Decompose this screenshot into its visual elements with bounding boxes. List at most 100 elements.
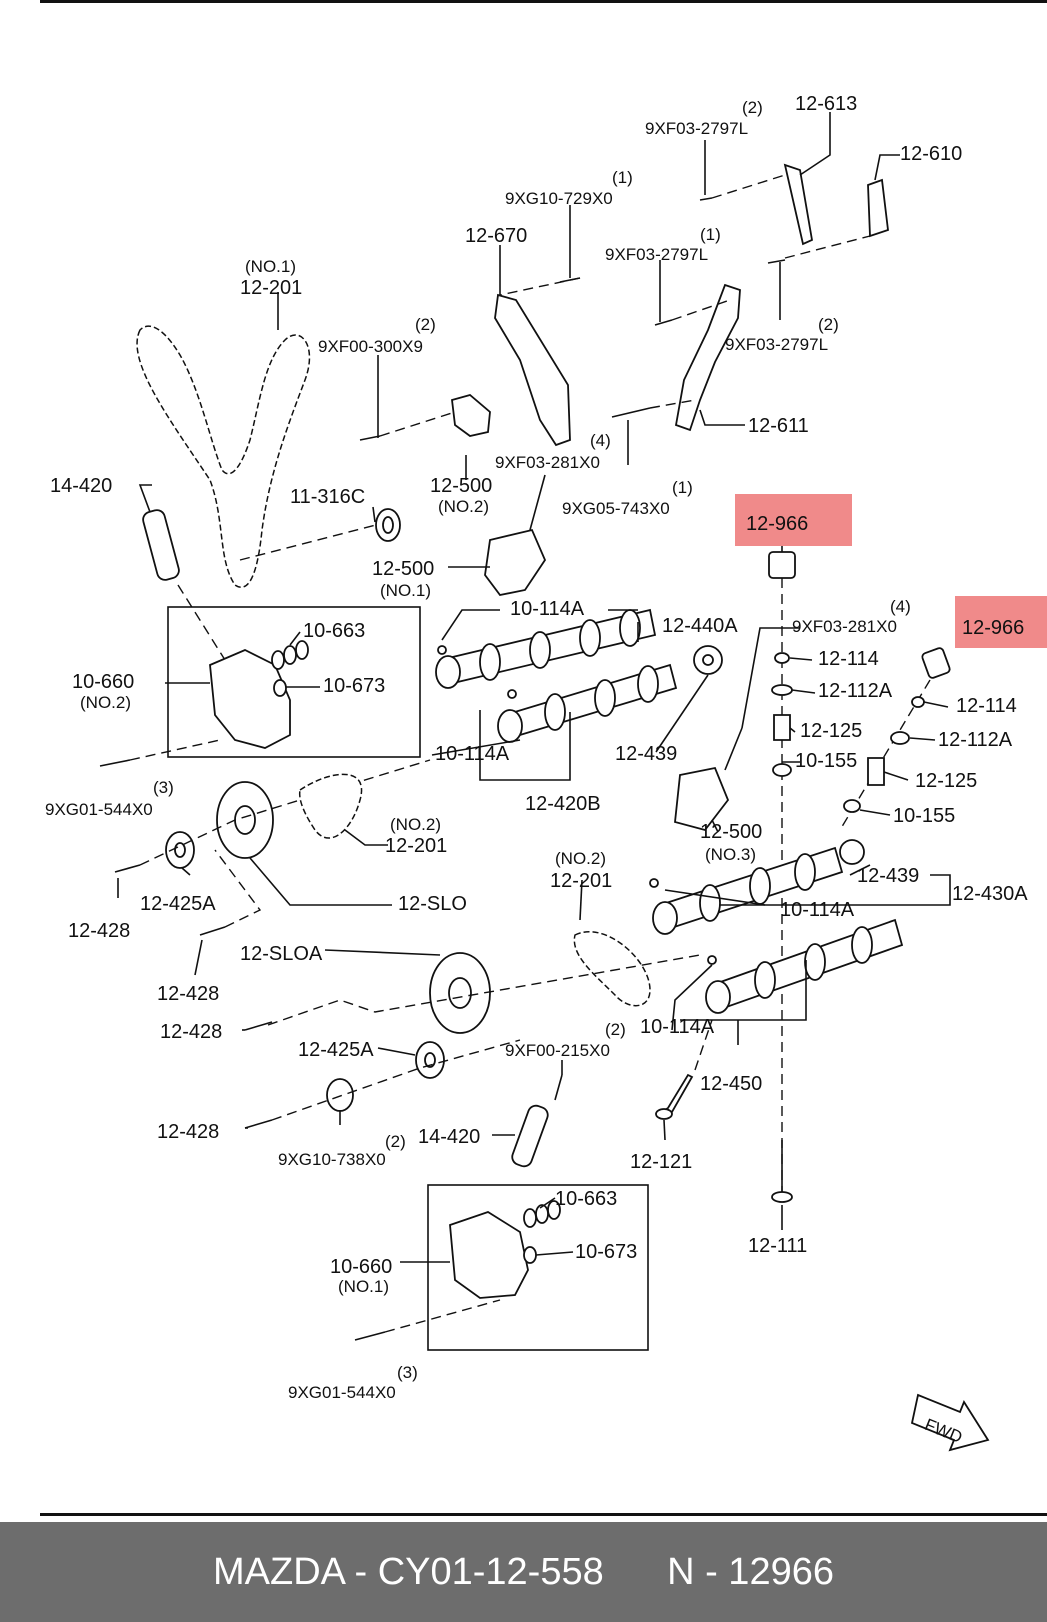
label-12-966: 12-966 bbox=[746, 513, 808, 535]
assembly-line bbox=[649, 399, 696, 409]
label-no2: (NO.2) bbox=[555, 849, 606, 868]
assembly-line bbox=[671, 299, 731, 321]
pin-10-114a bbox=[507, 689, 517, 699]
label-qty: (2) bbox=[415, 315, 436, 334]
forward-arrow bbox=[910, 1393, 990, 1452]
bolt-9xf00-215x0 bbox=[554, 1074, 563, 1101]
label-no1: (NO.1) bbox=[338, 1277, 389, 1296]
valve-head-12-121 bbox=[655, 1108, 673, 1120]
label-qty: (2) bbox=[385, 1132, 406, 1151]
label-12-201: 12-201 bbox=[550, 870, 612, 892]
label-12-114: 12-114 bbox=[956, 695, 1017, 717]
label-12-610: 12-610 bbox=[900, 143, 962, 165]
label-10-673: 10-673 bbox=[575, 1241, 637, 1263]
bolt-9xg01-544x0-b bbox=[354, 1331, 386, 1341]
bolt-12-428-b bbox=[199, 926, 226, 936]
label-12-611: 12-611 bbox=[748, 415, 809, 437]
o-ring-10-673-low bbox=[523, 1246, 537, 1264]
label-12-430a: 12-430A bbox=[952, 883, 1028, 905]
parts-diagram: 12-613 (2) 9XF03-2797L 12-610 (1) 9XG10-… bbox=[45, 93, 1047, 1452]
highlight-box-12-966-a bbox=[735, 494, 852, 546]
bolt-9xf03-2797l-b bbox=[654, 319, 673, 326]
sprocket-12-slo bbox=[216, 781, 274, 859]
valve-keeper-12-114-b bbox=[911, 696, 925, 708]
seal-11-316c-inner bbox=[382, 516, 394, 534]
valve-spring-12-125-a bbox=[773, 714, 791, 741]
label-12-439: 12-439 bbox=[615, 743, 677, 765]
valve-keeper-12-114-a bbox=[774, 652, 790, 664]
bolt-9xg01-544x0-a bbox=[99, 759, 131, 767]
spring-seat-12-112a-a bbox=[771, 684, 793, 696]
label-qty: (1) bbox=[672, 478, 693, 497]
label-12-428: 12-428 bbox=[157, 983, 219, 1005]
label-no1: (NO.1) bbox=[380, 581, 431, 600]
highlight-box-12-966-b bbox=[955, 596, 1047, 648]
label-12-slo: 12-SLO bbox=[398, 893, 467, 915]
o-ring-10-663 bbox=[271, 650, 285, 670]
pin-10-114a bbox=[649, 878, 659, 888]
bolt-12-428-c bbox=[244, 1021, 273, 1031]
bottom-rule bbox=[40, 1513, 1047, 1516]
label-10-663: 10-663 bbox=[555, 1188, 617, 1210]
label-12-450: 12-450 bbox=[700, 1073, 762, 1095]
label-12-428: 12-428 bbox=[68, 920, 130, 942]
bolt-9xf03-281x0-b bbox=[724, 727, 743, 771]
bolt-9xf00-300x9 bbox=[359, 435, 381, 441]
label-9xf03-2797l: 9XF03-2797L bbox=[725, 335, 828, 354]
label-12-114: 12-114 bbox=[818, 648, 879, 670]
assembly-line bbox=[379, 411, 456, 437]
label-no2: (NO.2) bbox=[80, 693, 131, 712]
label-12-613: 12-613 bbox=[795, 93, 857, 115]
bolt-9xf03-2797l-c bbox=[767, 259, 786, 264]
tappet-12-966-b bbox=[921, 647, 951, 679]
label-qty: (3) bbox=[397, 1363, 418, 1382]
label-qty: (2) bbox=[605, 1020, 626, 1039]
label-9xf03-2797l: 9XF03-2797L bbox=[645, 119, 748, 138]
label-12-125: 12-125 bbox=[800, 720, 862, 742]
label-12-111: 12-111 bbox=[748, 1235, 807, 1257]
label-qty: (2) bbox=[818, 315, 839, 334]
o-ring-10-663 bbox=[283, 645, 297, 665]
label-9xg01-544x0: 9XG01-544X0 bbox=[288, 1383, 396, 1402]
label-9xf03-2797l: 9XF03-2797L bbox=[605, 245, 708, 264]
label-10-660: 10-660 bbox=[72, 671, 134, 693]
washer-12-425a-b bbox=[415, 1041, 445, 1079]
o-ring-10-663-low bbox=[535, 1204, 549, 1224]
footer-spacer bbox=[604, 1551, 667, 1594]
valve-12-121 bbox=[662, 1073, 694, 1114]
oil-pump-10-660-no1 bbox=[449, 1211, 529, 1299]
box-10-660-no2 bbox=[167, 606, 421, 758]
chain-guide-12-613 bbox=[783, 163, 814, 246]
timing-chain-12-201-no2 bbox=[298, 773, 363, 839]
trigger-plate-hub bbox=[702, 654, 714, 666]
assembly-line bbox=[139, 759, 431, 866]
footer-part-number: MAZDA - CY01-12-558 bbox=[213, 1550, 604, 1593]
label-9xg10-738x0: 9XG10-738X0 bbox=[278, 1150, 386, 1169]
label-12-112a: 12-112A bbox=[938, 729, 1013, 751]
footer-reference: N - 12966 bbox=[667, 1550, 834, 1593]
label-no2: (NO.2) bbox=[390, 815, 441, 834]
box-10-660-no1 bbox=[427, 1184, 649, 1351]
o-ring-10-673 bbox=[273, 679, 287, 697]
oil-control-valve-14-420-top bbox=[142, 509, 180, 581]
label-11-316c: 11-316C bbox=[290, 486, 365, 508]
valve-head-12-111 bbox=[771, 1191, 793, 1203]
o-ring-10-663 bbox=[295, 640, 309, 660]
label-10-663: 10-663 bbox=[303, 620, 365, 642]
assembly-line bbox=[694, 1019, 713, 1071]
top-rule bbox=[40, 0, 1047, 3]
bolt-12-428-d bbox=[244, 1119, 273, 1129]
valve-seal-10-155-a bbox=[772, 763, 792, 777]
label-12-439: 12-439 bbox=[857, 865, 919, 887]
chain-guide-12-670 bbox=[494, 293, 571, 447]
bolt-9xg05-743x0 bbox=[611, 407, 651, 418]
valve-spring-12-125-b bbox=[867, 757, 885, 786]
camshaft-12-430a bbox=[652, 846, 844, 935]
sprocket-12-sloa bbox=[429, 952, 491, 1034]
label-no3: (NO.3) bbox=[705, 845, 756, 864]
label-14-420: 14-420 bbox=[50, 475, 112, 497]
pin-10-114a bbox=[707, 955, 717, 965]
assembly-line bbox=[784, 235, 871, 259]
tensioner-arm-12-611 bbox=[674, 283, 741, 432]
label-10-114a: 10-114A bbox=[510, 598, 585, 620]
